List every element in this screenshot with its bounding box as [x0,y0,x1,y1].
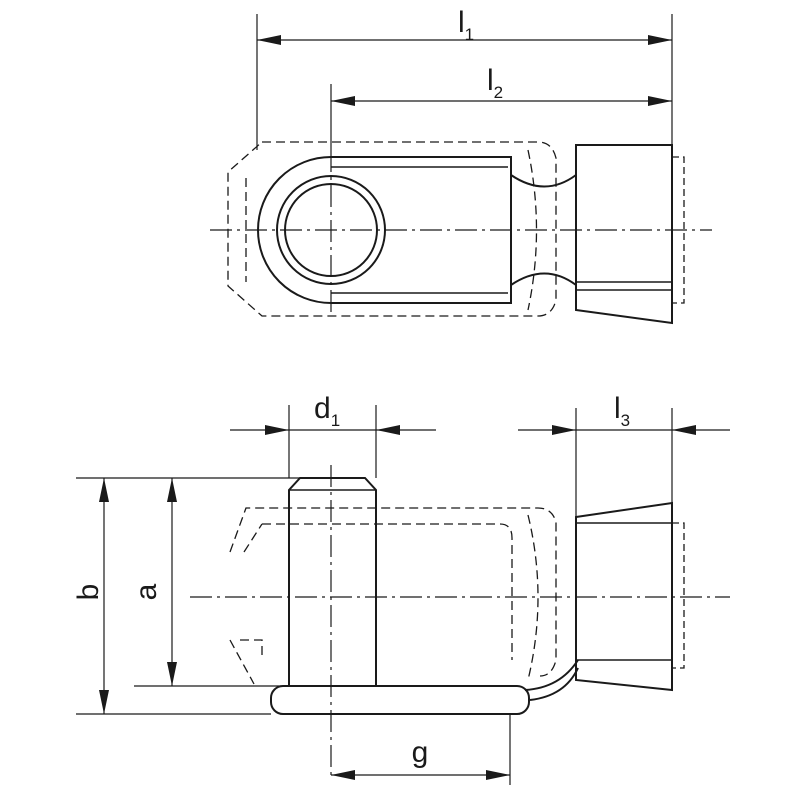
front-view-dimensions [76,405,730,785]
dimension-label-a: a [130,583,163,600]
base-plate [270,685,530,715]
shank-dashed-end [672,156,685,304]
fork-body [257,156,512,304]
dimension-label-l3: l3 [614,392,630,430]
front-threaded-shank [575,501,673,692]
dimension-label-l1: l1 [458,6,474,44]
front-view [190,465,730,780]
dimension-label-l2: l2 [487,64,503,102]
neck [510,174,577,286]
alternate-body-outline [227,141,557,317]
front-shank-dashed-end [672,522,685,669]
dimension-label-g: g [412,736,429,769]
alternate-upper-jaw-inner [243,523,513,660]
alternate-lower-jaw-outline [229,514,539,685]
clip-curve [524,659,579,701]
pin [288,477,377,686]
dimension-label-b: b [72,584,105,601]
top-view-dimensions [256,14,673,150]
fork-body-inner-line [331,166,508,294]
eye-bore-inner [284,183,378,277]
dimension-labels: l1 l2 d1 l3 b a g [72,6,630,769]
alternate-upper-jaw-outline [229,507,557,677]
top-view [210,141,712,325]
threaded-shank [575,144,673,325]
dimension-label-d1: d1 [314,392,340,430]
eye-bore-outer [276,175,386,285]
alternate-body-inner-outline [245,149,538,311]
